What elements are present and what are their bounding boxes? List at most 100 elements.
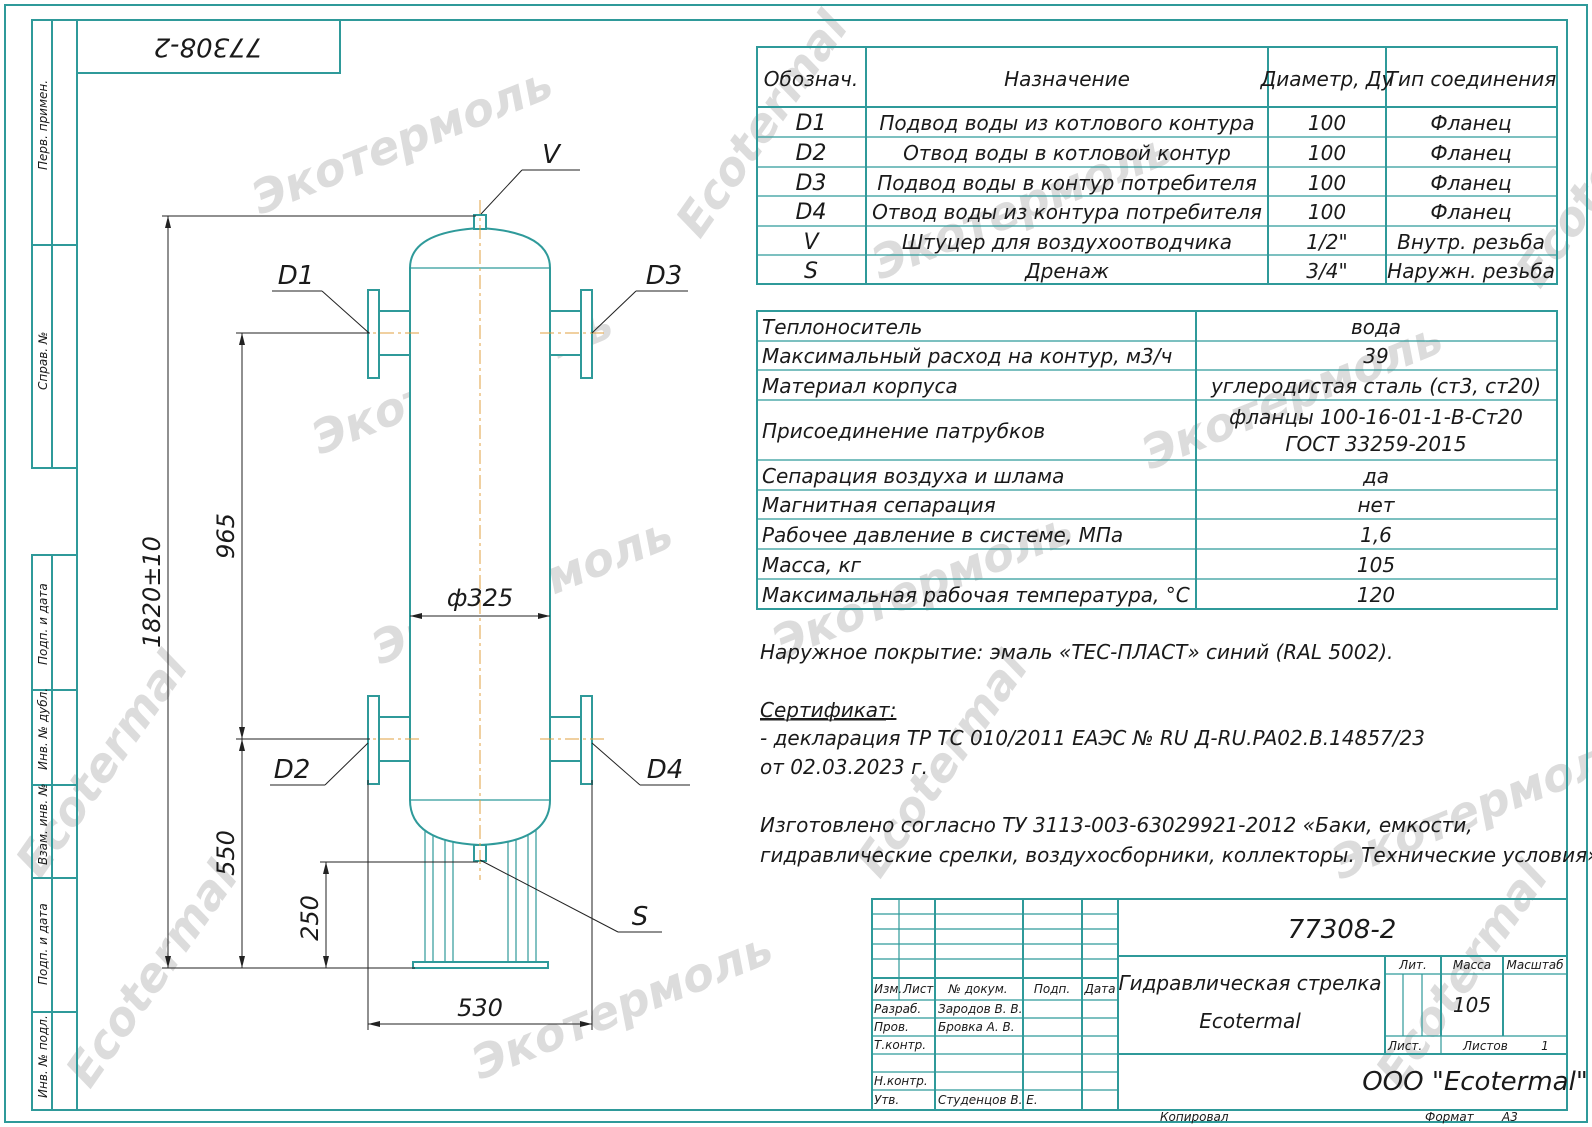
spec-name: Магнитная сепарация — [762, 493, 996, 517]
tb-doc-number: 77308-2 — [1288, 915, 1397, 945]
label-d1: D1 — [278, 261, 315, 291]
title-block: Изм. Лист № докум. Подп. Дата Разраб. За… — [871, 898, 1588, 1111]
note-cert-line2: от 02.03.2023 г. — [760, 755, 928, 779]
tb-product-name: Гидравлическая стрелка — [1118, 971, 1381, 995]
spec-value: 120 — [1357, 583, 1395, 607]
cell-designation: V — [803, 230, 820, 255]
cell-designation: S — [804, 259, 818, 284]
doc-number-inverted: 77308-2 — [154, 32, 263, 62]
cell-purpose: Подвод воды из котлового контура — [879, 111, 1254, 135]
tb-role: Утв. — [874, 1093, 899, 1107]
cell-designation: D2 — [796, 141, 827, 166]
cell-diameter: 3/4" — [1306, 259, 1347, 283]
spec-row: Материал корпуса углеродистая сталь (ст3… — [762, 374, 1541, 398]
label-v: V — [542, 140, 562, 170]
label-d4: D4 — [647, 755, 684, 785]
spec-name: Рабочее давление в системе, МПа — [762, 523, 1123, 547]
cell-type: Внутр. резьба — [1397, 230, 1545, 254]
connection-labels: V D1 D3 D2 D4 S — [270, 140, 690, 933]
tb-person: Зародов В. В. — [938, 1002, 1022, 1016]
spec-row: Максимальная рабочая температура, °С 120 — [762, 583, 1395, 607]
tb-lit-label: Лит. — [1398, 958, 1427, 972]
side-label: Подп. и дата — [36, 583, 50, 665]
spec-name: Присоединение патрубков — [762, 419, 1045, 443]
outer-border — [4, 4, 1588, 1123]
tb-header-sheet: Лист — [902, 982, 934, 996]
spec-value: да — [1362, 464, 1389, 488]
dimension-250: 250 — [296, 895, 324, 941]
connections-table: Обознач. Назначение Диаметр, Ду Тип соед… — [756, 46, 1558, 285]
vessel — [355, 200, 605, 969]
spec-name: Масса, кг — [762, 553, 862, 577]
note-made-line1: Изготовлено согласно ТУ 3113-003-6302992… — [760, 813, 1473, 837]
spec-value: вода — [1351, 315, 1401, 339]
spec-name: Материал корпуса — [762, 374, 958, 398]
spec-value-line2: ГОСТ 33259-2015 — [1285, 432, 1466, 456]
spec-name: Максимальная рабочая температура, °С — [762, 583, 1190, 607]
watermark: Экотермоль — [464, 920, 780, 1090]
cell-diameter: 100 — [1308, 171, 1346, 195]
dimension-total: 1820±10 — [138, 536, 166, 648]
watermark: Экотермоль — [244, 55, 560, 225]
tb-sheets-label: Листов — [1462, 1039, 1508, 1053]
side-label: Инв. № дубл. — [36, 688, 50, 770]
dimensions: 1820±10 965 550 250 530 ф325 — [138, 215, 593, 1030]
tb-role: Разраб. — [874, 1002, 921, 1016]
cell-diameter: 1/2" — [1306, 230, 1347, 254]
spec-value: 105 — [1357, 553, 1395, 577]
spec-value: фланцы 100-16-01-1-В-Ст20 — [1229, 405, 1523, 429]
tb-company: ООО "Ecotermal" — [1362, 1067, 1588, 1097]
watermark: Ecotermal — [665, 1, 860, 247]
spec-row: Присоединение патрубков фланцы 100-16-01… — [762, 405, 1523, 456]
spec-row: Максимальный расход на контур, м3/ч 39 — [762, 344, 1389, 368]
spec-name: Максимальный расход на контур, м3/ч — [762, 344, 1172, 368]
spec-row: Теплоноситель вода — [762, 315, 1401, 339]
spec-value: 1,6 — [1360, 523, 1392, 547]
table-row: D3 Подвод воды в контур потребителя 100 … — [796, 171, 1512, 196]
spec-row: Рабочее давление в системе, МПа 1,6 — [762, 523, 1392, 547]
table-row: S Дренаж 3/4" Наружн. резьба — [804, 259, 1555, 284]
spec-value: нет — [1357, 493, 1395, 517]
format-value: А3 — [1501, 1110, 1518, 1124]
dimension-965: 965 — [212, 513, 240, 559]
cell-type: Фланец — [1430, 111, 1511, 135]
note-cert-line1: - декларация ТР ТС 010/2011 ЕАЭС № RU Д-… — [760, 726, 1425, 750]
side-label: Инв. № подл. — [36, 1015, 50, 1098]
tb-header-sign: Подп. — [1034, 982, 1070, 996]
watermark: Ecotermal — [5, 641, 200, 887]
table-row: V Штуцер для воздухоотводчика 1/2" Внутр… — [803, 230, 1544, 255]
cell-designation: D4 — [796, 200, 827, 225]
spec-row: Магнитная сепарация нет — [762, 493, 1396, 517]
cell-designation: D1 — [796, 111, 827, 136]
cell-purpose: Отвод воды в котловой контур — [903, 141, 1231, 165]
cell-purpose: Дренаж — [1024, 259, 1109, 283]
cell-diameter: 100 — [1308, 200, 1346, 224]
dimension-diameter: ф325 — [447, 584, 513, 612]
notes: Наружное покрытие: эмаль «ТЕС-ПЛАСТ» син… — [760, 640, 1592, 867]
tb-sheet-label: Лист. — [1387, 1039, 1422, 1053]
side-label: Перв. примен. — [36, 80, 50, 170]
side-label: Справ. № — [36, 332, 50, 390]
tb-role: Н.контр. — [874, 1074, 928, 1088]
table-row: D4 Отвод воды из контура потребителя 100… — [796, 200, 1512, 225]
support-legs — [412, 828, 549, 969]
doc-number-box: 77308-2 — [76, 19, 341, 74]
spec-value: 39 — [1363, 344, 1388, 368]
cell-type: Наружн. резьба — [1387, 259, 1555, 283]
tb-mass-label: Масса — [1453, 958, 1491, 972]
cell-designation: D3 — [796, 171, 827, 196]
side-stamp-bottom — [31, 554, 78, 1111]
base-plate — [412, 961, 549, 969]
tb-scale-label: Масштаб — [1506, 958, 1564, 972]
table-row: D2 Отвод воды в котловой контур 100 Флан… — [796, 141, 1512, 166]
table-row: D1 Подвод воды из котлового контура 100 … — [796, 111, 1512, 136]
col-header-purpose: Назначение — [1004, 67, 1130, 91]
tb-sheets-value: 1 — [1541, 1039, 1549, 1053]
specs-table: Теплоноситель вода Максимальный расход н… — [756, 310, 1558, 610]
tb-role: Пров. — [874, 1020, 909, 1034]
note-made-line2: гидравлические срелки, воздухосборники, … — [760, 843, 1592, 867]
nozzle-d1 — [367, 289, 411, 379]
note-cert-title: Сертификат: — [760, 698, 896, 722]
tb-header-doc: № докум. — [947, 982, 1007, 996]
